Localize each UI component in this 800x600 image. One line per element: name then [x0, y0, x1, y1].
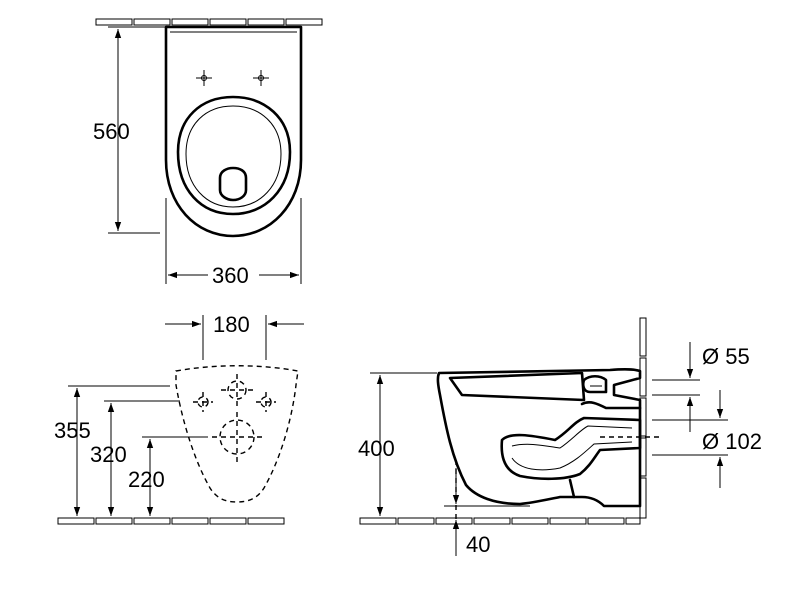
waste-outlet-icon [212, 412, 262, 462]
upper-fixing-height-value: 355 [54, 418, 91, 443]
lower-fixing-height-value: 320 [90, 442, 127, 467]
lower-fixing-height-dimension: 320 [90, 400, 180, 516]
floor-offset-value: 40 [466, 532, 490, 557]
width-dimension: 360 [165, 198, 302, 288]
siphon-trap [500, 416, 642, 481]
rim-height-value: 400 [358, 436, 395, 461]
bowl-outline-top [176, 95, 292, 216]
fixing-mark-icon [253, 70, 269, 86]
wall-strip-top [95, 18, 323, 26]
waste-height-value: 220 [128, 467, 165, 492]
inlet-diameter-dimension: Ø 55 [652, 342, 750, 432]
width-value: 360 [212, 263, 249, 288]
fixing-spacing-dimension: 180 [165, 312, 304, 360]
depth-dimension: 560 [93, 26, 166, 234]
pan-outline-front [175, 365, 299, 503]
floor-offset-dimension: 40 [444, 468, 530, 557]
floor-strip-front [57, 517, 285, 525]
inlet-diameter-value: Ø 55 [702, 344, 750, 369]
drain-hole-top [218, 166, 248, 202]
fixing-mark-icon [196, 70, 212, 86]
upper-fixing-icon [221, 374, 253, 406]
fixing-spacing-value: 180 [213, 312, 250, 337]
floor-strip-side [359, 517, 641, 525]
rim-height-dimension: 400 [358, 372, 437, 516]
front-view: 180 355 320 220 [54, 312, 304, 525]
depth-value: 560 [93, 119, 130, 144]
right-fixing-icon [256, 392, 276, 412]
pan-outline-side [436, 368, 642, 508]
left-fixing-icon [193, 392, 213, 412]
upper-fixing-height-dimension: 355 [54, 385, 170, 516]
inlet-detail [581, 374, 608, 394]
side-view: 400 Ø 55 Ø 102 40 [358, 317, 762, 557]
top-view: 560 360 [93, 18, 323, 288]
outlet-diameter-dimension: Ø 102 [652, 390, 762, 488]
outlet-diameter-value: Ø 102 [702, 429, 762, 454]
pan-outline-top [164, 25, 303, 238]
waste-height-dimension: 220 [128, 436, 208, 516]
